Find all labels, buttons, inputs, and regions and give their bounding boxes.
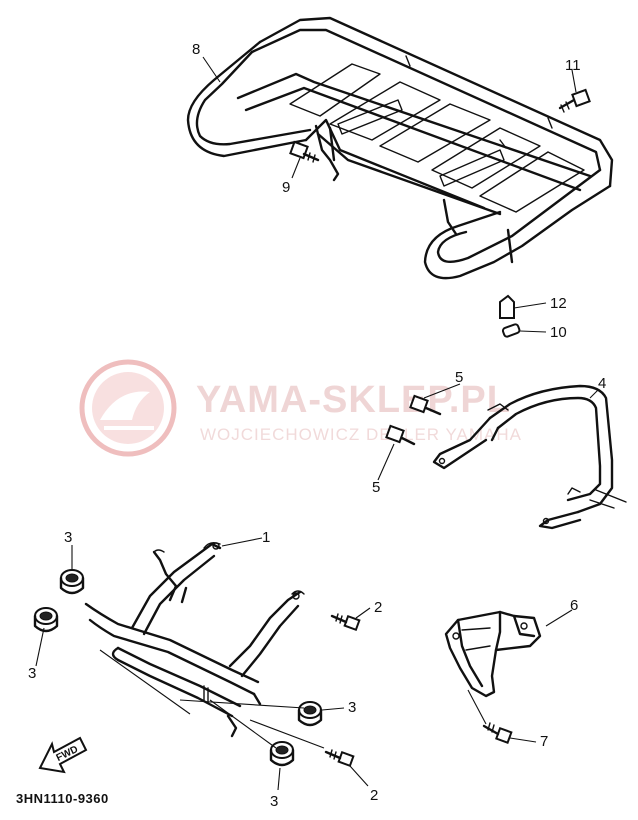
callout-2-upper: 2 xyxy=(374,599,382,616)
watermark-brand: YAMA-SKLEP.PL xyxy=(196,379,511,421)
watermark-logo-icon xyxy=(79,359,177,457)
part-5-bolt-upper xyxy=(409,394,442,416)
callout-9: 9 xyxy=(282,179,290,196)
callout-10: 10 xyxy=(550,324,567,341)
leader-lines xyxy=(35,56,599,791)
part-11-bolt xyxy=(558,88,591,113)
part-7-bolt xyxy=(482,722,513,744)
diagram-code: 3HN1110-9360 xyxy=(16,791,109,806)
callout-7: 7 xyxy=(540,733,548,750)
watermark-subtitle: WOJCIECHOWICZ DEALER YAMAHA xyxy=(200,425,522,444)
callout-5-lower: 5 xyxy=(372,479,380,496)
callout-5-upper: 5 xyxy=(455,369,463,386)
callout-8: 8 xyxy=(192,41,200,58)
callout-6: 6 xyxy=(570,597,578,614)
part-3-grommet-a xyxy=(59,569,85,595)
part-10-pin xyxy=(501,323,521,338)
part-9-bolt xyxy=(289,140,320,163)
callout-3-right: 3 xyxy=(348,699,356,716)
callout-11: 11 xyxy=(565,57,581,74)
callouts: 8 11 9 12 10 5 4 5 3 1 2 3 6 3 7 3 2 xyxy=(28,41,606,810)
part-2-bolt-upper xyxy=(330,613,361,632)
callout-2-lower: 2 xyxy=(370,787,378,804)
callout-1: 1 xyxy=(262,529,270,546)
part-8-rear-carrier xyxy=(186,16,614,280)
part-5-bolt-lower xyxy=(385,424,416,446)
callout-3-left: 3 xyxy=(28,665,36,682)
part-3-grommet-b xyxy=(33,607,59,633)
part-3-grommet-c xyxy=(297,701,323,727)
callout-12: 12 xyxy=(550,295,567,312)
part-4-grab-bar xyxy=(432,384,627,530)
callout-3-bottom: 3 xyxy=(270,793,278,810)
callout-4: 4 xyxy=(598,375,606,392)
part-6-bracket xyxy=(444,610,542,698)
watermark: YAMA-SKLEP.PL WOJCIECHOWICZ DEALER YAMAH… xyxy=(79,359,522,457)
part-3-grommet-d xyxy=(269,741,295,767)
callout-3-top-left: 3 xyxy=(64,529,72,546)
part-2-bolt-lower xyxy=(324,749,355,768)
part-1-front-guard xyxy=(84,541,305,738)
forward-direction-arrow-icon: FWD xyxy=(38,736,88,774)
part-12-clip xyxy=(499,294,515,319)
